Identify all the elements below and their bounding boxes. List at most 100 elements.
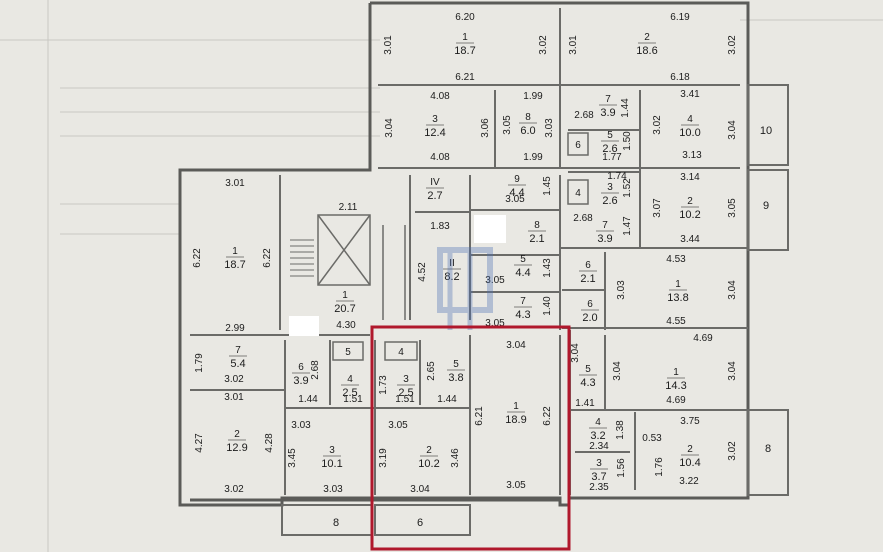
room-area: 3.8 bbox=[448, 372, 463, 384]
dimension-label: 6.22 bbox=[542, 406, 553, 426]
room-number: 2 bbox=[234, 429, 240, 440]
room-area: 5.4 bbox=[230, 358, 245, 370]
dimension-label: 3.46 bbox=[450, 448, 461, 468]
dimension-label: 2.68 bbox=[310, 360, 321, 380]
room-number: II bbox=[449, 258, 455, 269]
room-area: 4.4 bbox=[509, 187, 524, 199]
dimension-label: 4.28 bbox=[264, 433, 275, 453]
stair-steps bbox=[290, 239, 314, 277]
room-number: 3 bbox=[403, 374, 409, 385]
dimension-label: 3.02 bbox=[224, 374, 244, 385]
room-number: 3 bbox=[329, 445, 335, 456]
dimension-label: 3.05 bbox=[505, 194, 525, 205]
dimension-label: 1.43 bbox=[542, 258, 553, 278]
dimension-label: 4.30 bbox=[336, 320, 356, 331]
room-number: 2 bbox=[687, 444, 693, 455]
dimension-label: 4.08 bbox=[430, 91, 450, 102]
room-area: 3.7 bbox=[591, 471, 606, 483]
utility-box-6-label: 6 bbox=[575, 140, 581, 151]
room-area: 2.6 bbox=[602, 143, 617, 155]
room-area: 2.7 bbox=[427, 190, 442, 202]
dimension-label: 3.44 bbox=[680, 234, 700, 245]
room-number: 5 bbox=[453, 359, 459, 370]
dimension-label: 1.56 bbox=[616, 458, 627, 478]
room-number: 3 bbox=[596, 458, 602, 469]
dimension-label: 2.68 bbox=[573, 213, 593, 224]
room-area: 2.1 bbox=[580, 273, 595, 285]
dimension-label: 3.04 bbox=[410, 484, 430, 495]
room-number: 9 bbox=[514, 174, 520, 185]
room-number: 8 bbox=[525, 112, 531, 123]
elevator-shaft bbox=[317, 214, 371, 286]
dimension-label: 3.03 bbox=[544, 118, 555, 138]
room-area: 6.0 bbox=[520, 125, 535, 137]
dimension-label: 1.51 bbox=[395, 394, 415, 405]
dimension-label: 1.76 bbox=[654, 457, 665, 477]
room-area: 2.5 bbox=[342, 387, 357, 399]
room-number: 4 bbox=[687, 114, 693, 125]
room-area: 18.7 bbox=[454, 45, 475, 57]
utility-box-4-label: 4 bbox=[398, 347, 404, 358]
dimension-label: 3.01 bbox=[225, 178, 245, 189]
room-number: 2 bbox=[644, 32, 650, 43]
room-area: 18.6 bbox=[636, 45, 657, 57]
redaction-box bbox=[474, 215, 506, 243]
dimension-label: 4.55 bbox=[666, 316, 686, 327]
balconies bbox=[281, 84, 789, 536]
dimension-label: 3.19 bbox=[378, 448, 389, 468]
utility-box-4b bbox=[567, 179, 589, 205]
dimension-label: 3.14 bbox=[680, 172, 700, 183]
dimension-label: 3.03 bbox=[616, 280, 627, 300]
room-number: 2 bbox=[426, 445, 432, 456]
room-number: 6 bbox=[298, 362, 304, 373]
room-area: 4.3 bbox=[515, 309, 530, 321]
dimension-label: 6.22 bbox=[262, 248, 273, 268]
dimension-label: 3.02 bbox=[727, 441, 738, 461]
room-area: 3.9 bbox=[597, 233, 612, 245]
dimension-label: 3.01 bbox=[224, 392, 244, 403]
dimension-label: 3.04 bbox=[727, 280, 738, 300]
dimension-label: 3.07 bbox=[652, 198, 663, 218]
room-number: 6 bbox=[585, 260, 591, 271]
dimension-label: 3.02 bbox=[652, 115, 663, 135]
dimension-label: 3.02 bbox=[224, 484, 244, 495]
dimension-label: 3.04 bbox=[612, 361, 623, 381]
dimension-label: 1.99 bbox=[523, 152, 543, 163]
room-area: 4.3 bbox=[580, 377, 595, 389]
dimension-label: 2.65 bbox=[426, 361, 437, 381]
room-area: 13.8 bbox=[667, 292, 688, 304]
room-area: 10.2 bbox=[418, 458, 439, 470]
balcony-9-label: 9 bbox=[763, 200, 769, 212]
room-area: 18.7 bbox=[224, 259, 245, 271]
dimension-label: 3.02 bbox=[727, 35, 738, 55]
room-number: 4 bbox=[595, 417, 601, 428]
room-number: 8 bbox=[534, 220, 540, 231]
room-area: 3.9 bbox=[293, 375, 308, 387]
room-number: 3 bbox=[432, 114, 438, 125]
room-number: 3 bbox=[607, 182, 613, 193]
dimension-label: 4.08 bbox=[430, 152, 450, 163]
dimension-label: 6.19 bbox=[670, 12, 690, 23]
dimension-label: 3.01 bbox=[383, 35, 394, 55]
room-number: 7 bbox=[605, 94, 611, 105]
utility-box-6 bbox=[567, 132, 589, 156]
dimension-label: 1.50 bbox=[622, 131, 633, 151]
room-area: 2.0 bbox=[582, 312, 597, 324]
room-area: 4.4 bbox=[515, 267, 530, 279]
dimension-label: 0.53 bbox=[642, 433, 662, 444]
dimension-label: 1.73 bbox=[378, 375, 389, 395]
balcony-8-bottom-label: 8 bbox=[333, 517, 339, 529]
room-number: IV bbox=[430, 177, 440, 188]
dimension-label: 3.04 bbox=[727, 361, 738, 381]
dimension-label: 3.05 bbox=[502, 115, 513, 135]
dimension-label: 3.04 bbox=[727, 120, 738, 140]
dimension-label: 1.40 bbox=[542, 296, 553, 316]
dimension-label: 2.99 bbox=[225, 323, 245, 334]
room-number: 7 bbox=[235, 345, 241, 356]
dimension-label: 1.79 bbox=[194, 353, 205, 373]
dimension-label: 3.04 bbox=[506, 340, 526, 351]
dimension-label: 1.44 bbox=[620, 98, 631, 118]
room-area: 10.2 bbox=[679, 209, 700, 221]
